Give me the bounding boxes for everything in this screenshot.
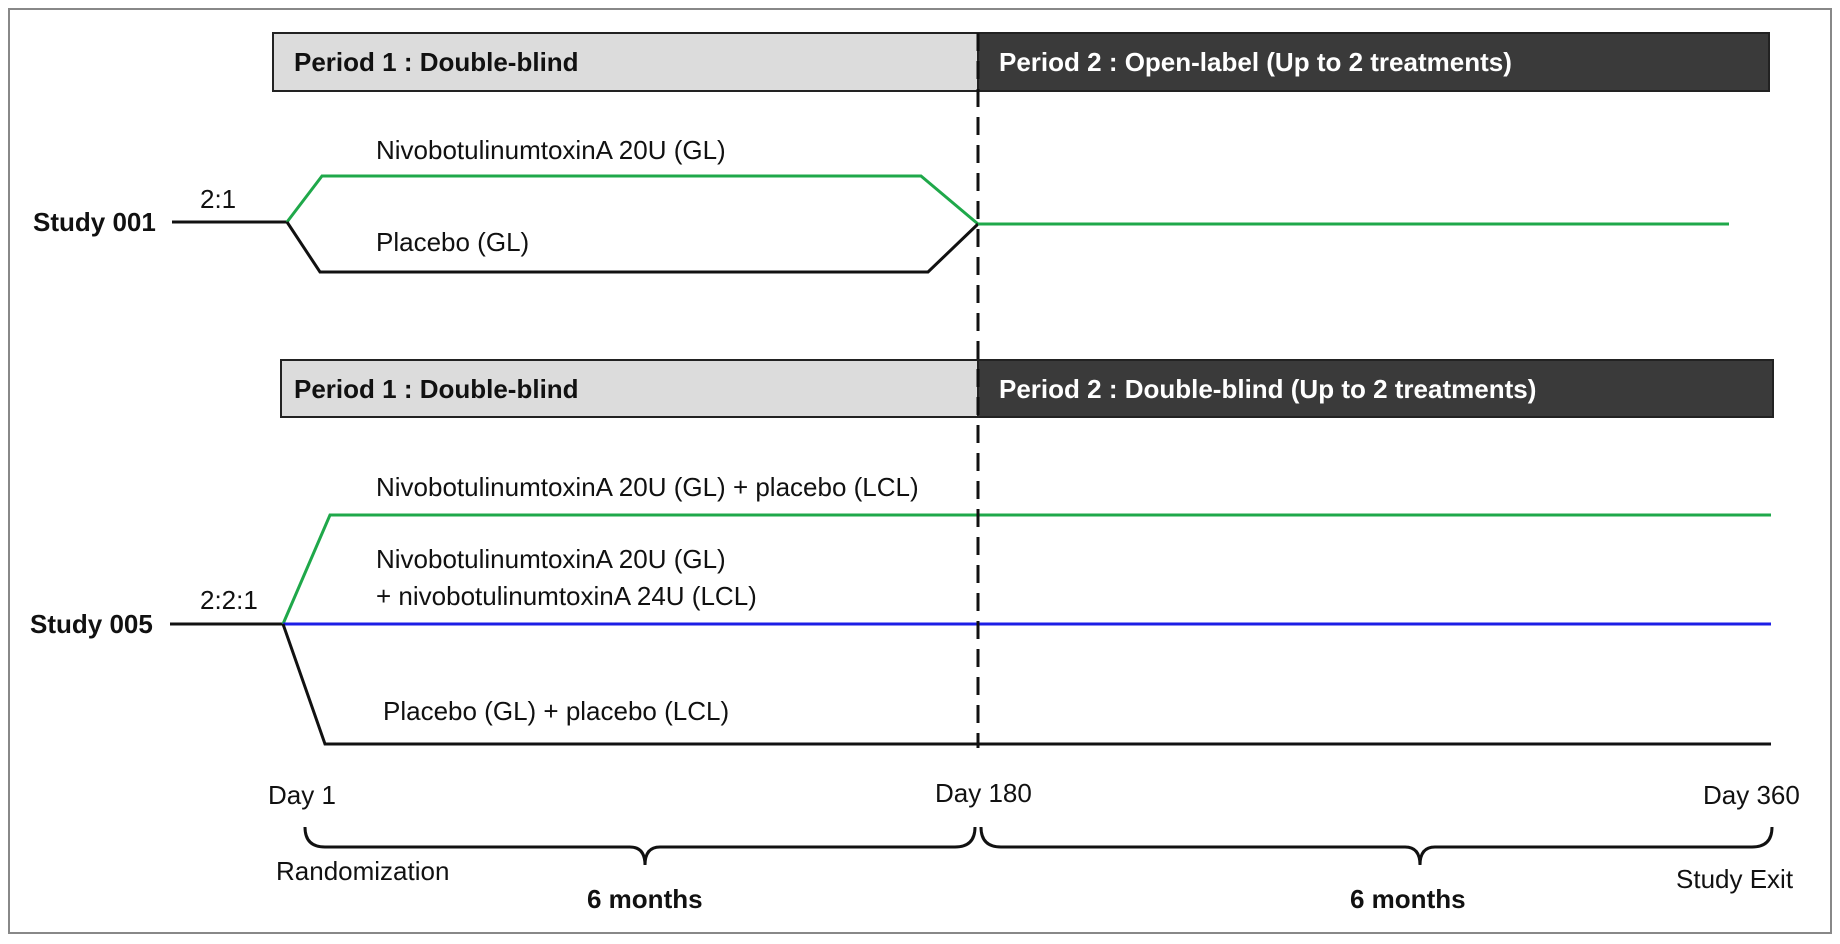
study-005-arm3-label: Placebo (GL) + placebo (LCL) [383, 696, 729, 726]
outer-frame [8, 8, 1832, 934]
study-001-label: Study 001 [33, 207, 156, 237]
randomization-label: Randomization [276, 856, 449, 886]
study-005-period2-header [977, 359, 1774, 418]
study-005-arm1-label: NivobotulinumtoxinA 20U (GL) + placebo (… [376, 472, 919, 502]
study-001-period1-header [272, 32, 979, 92]
study-005-arm2-label-line2: + nivobotulinumtoxinA 24U (LCL) [376, 581, 757, 611]
brace-period-2 [979, 826, 1774, 866]
study-001-period1-label: Period 1 : Double-blind [294, 47, 579, 77]
study-001-arm-placebo: Placebo (GL) [376, 227, 529, 257]
day-start-label: Day 1 [268, 780, 336, 810]
study-001-placebo-arm-line [285, 221, 980, 274]
study-005-block: Period 1 : Double-blind Period 2 : Doubl… [30, 359, 1774, 746]
duration-period-1: 6 months [587, 884, 703, 914]
study-005-label: Study 005 [30, 609, 153, 639]
study-005-period1-label: Period 1 : Double-blind [294, 374, 579, 404]
study-001-ratio: 2:1 [200, 184, 236, 214]
study-005-ratio: 2:2:1 [200, 585, 258, 615]
day-mid-label: Day 180 [935, 778, 1032, 808]
study-005-arm2-label-line1: NivobotulinumtoxinA 20U (GL) [376, 544, 726, 574]
brace-period-1 [303, 826, 977, 866]
study-001-period2-header [977, 32, 1770, 92]
study-001-period2-label: Period 2 : Open-label (Up to 2 treatment… [999, 47, 1512, 77]
study-exit-label: Study Exit [1676, 864, 1794, 894]
study-005-arm3-line [281, 623, 1771, 746]
day-end-label: Day 360 [1703, 780, 1800, 810]
duration-period-2: 6 months [1350, 884, 1466, 914]
study-005-period2-label: Period 2 : Double-blind (Up to 2 treatme… [999, 374, 1536, 404]
study-005-arm1-line [281, 513, 1771, 625]
study-001-active-arm-line [285, 174, 979, 226]
study-001-block: Period 1 : Double-blind Period 2 : Open-… [33, 32, 1770, 274]
study-001-arm-active: NivobotulinumtoxinA 20U (GL) [376, 135, 726, 165]
timeline: Day 1 Day 180 Day 360 Randomization Stud… [268, 778, 1800, 914]
